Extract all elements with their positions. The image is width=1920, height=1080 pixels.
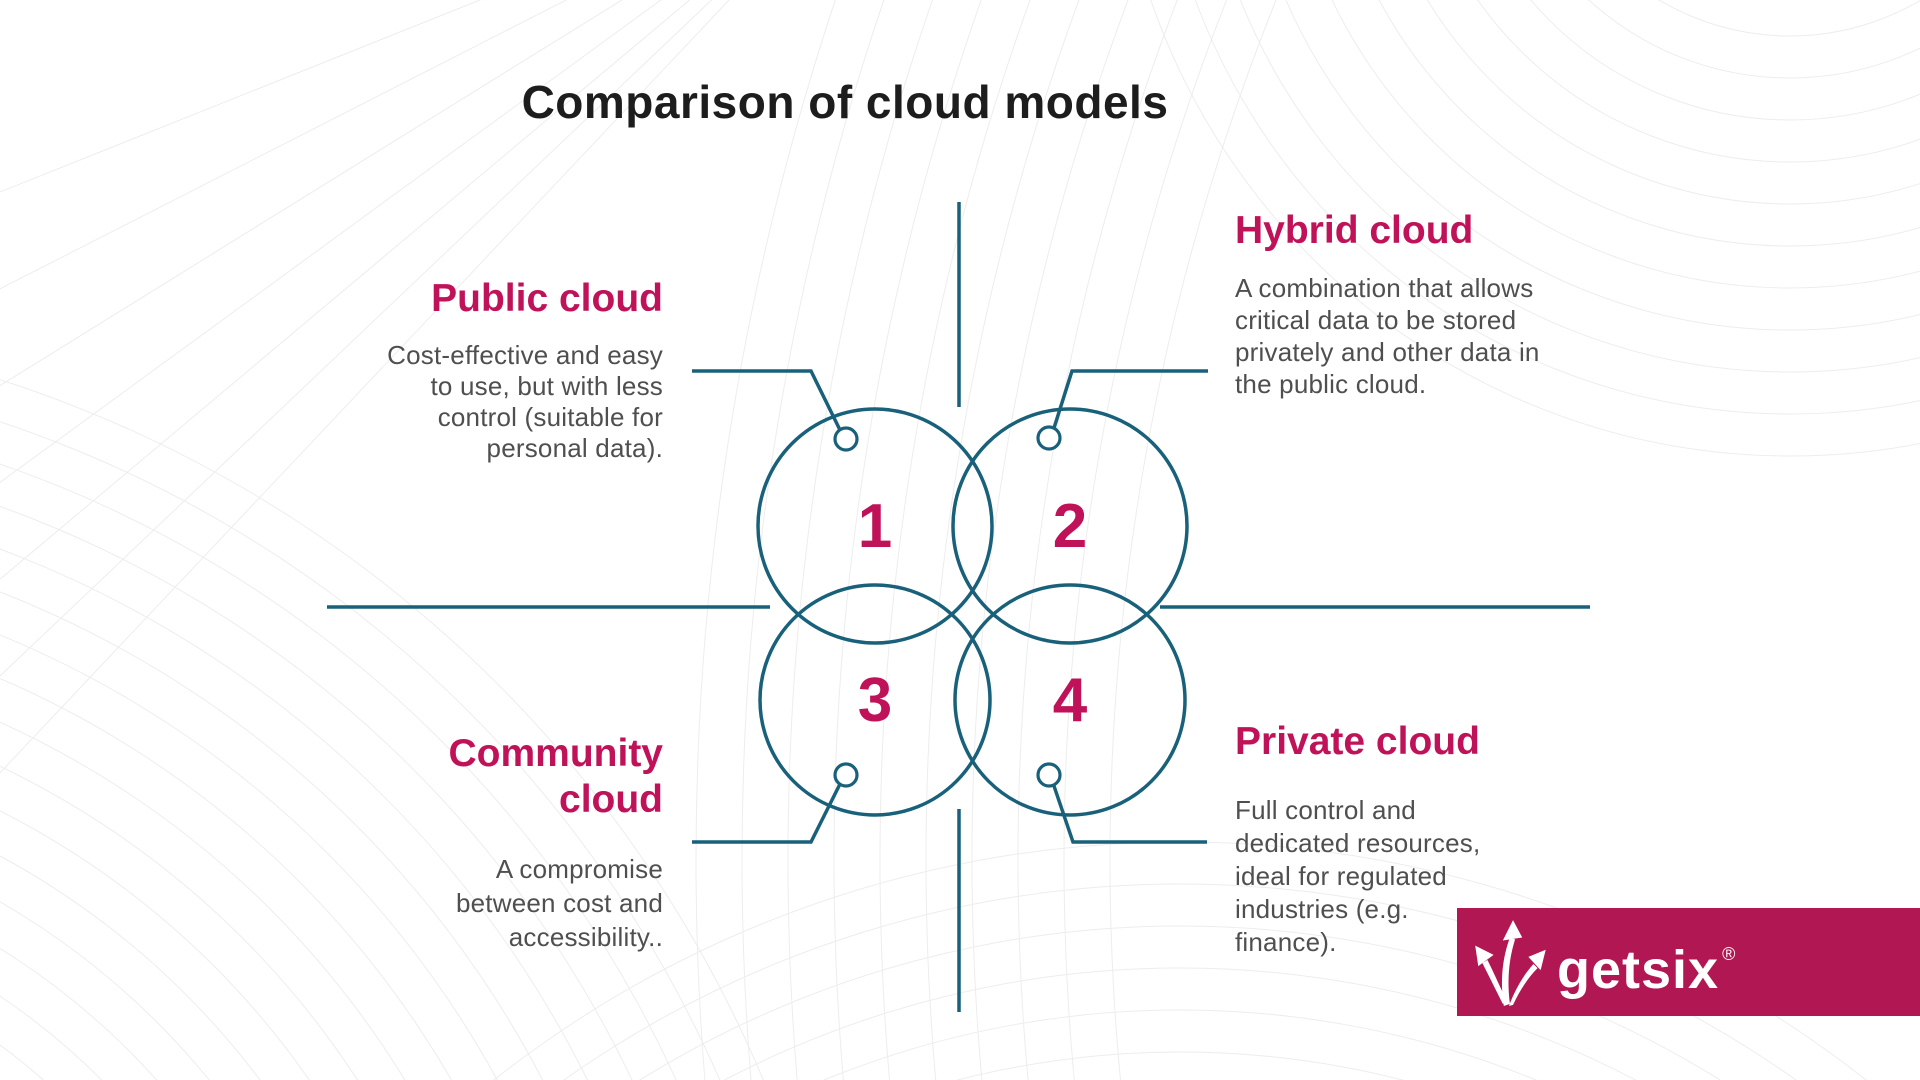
public-cloud-description: Cost-effective and easy to use, but with… xyxy=(387,340,663,463)
circle-2-hybrid xyxy=(951,407,1189,645)
ring-1-icon xyxy=(833,426,859,452)
ring-3-icon xyxy=(833,762,859,788)
circle-3-community xyxy=(758,583,992,817)
page-title: Comparison of cloud models xyxy=(521,76,1169,128)
three-arrows-icon xyxy=(1475,920,1546,1006)
getsix-wordmark: getsix® xyxy=(1557,900,1736,1024)
getsix-logo-banner: getsix® xyxy=(1457,908,1920,1016)
ring-2-icon xyxy=(1036,425,1062,451)
callout-leader-hybrid xyxy=(1052,369,1208,429)
community-cloud-description: A compromise between cost and accessibil… xyxy=(455,854,663,952)
circle-1-public xyxy=(756,407,994,645)
circle-2-number: 2 xyxy=(1052,492,1088,561)
circle-4-number: 4 xyxy=(1052,666,1088,735)
private-cloud-heading: Private cloud xyxy=(1235,720,1480,763)
private-cloud-description: Full control and dedicated resources, id… xyxy=(1235,795,1481,957)
callout-leader-private xyxy=(1052,785,1207,844)
getsix-brand-text: getsix xyxy=(1557,940,1720,1000)
callout-leader-community xyxy=(692,783,842,844)
hybrid-cloud-heading: Hybrid cloud xyxy=(1235,209,1474,252)
ring-4-icon xyxy=(1036,762,1062,788)
circle-1-number: 1 xyxy=(857,492,893,561)
community-cloud-heading: Community cloud xyxy=(448,732,664,821)
circle-4-private xyxy=(953,583,1187,817)
circle-3-number: 3 xyxy=(857,666,893,735)
callout-leader-public xyxy=(692,369,842,431)
hybrid-cloud-description: A combination that allows critical data … xyxy=(1235,273,1540,399)
public-cloud-heading: Public cloud xyxy=(431,277,663,320)
registered-trademark-symbol: ® xyxy=(1722,944,1737,964)
